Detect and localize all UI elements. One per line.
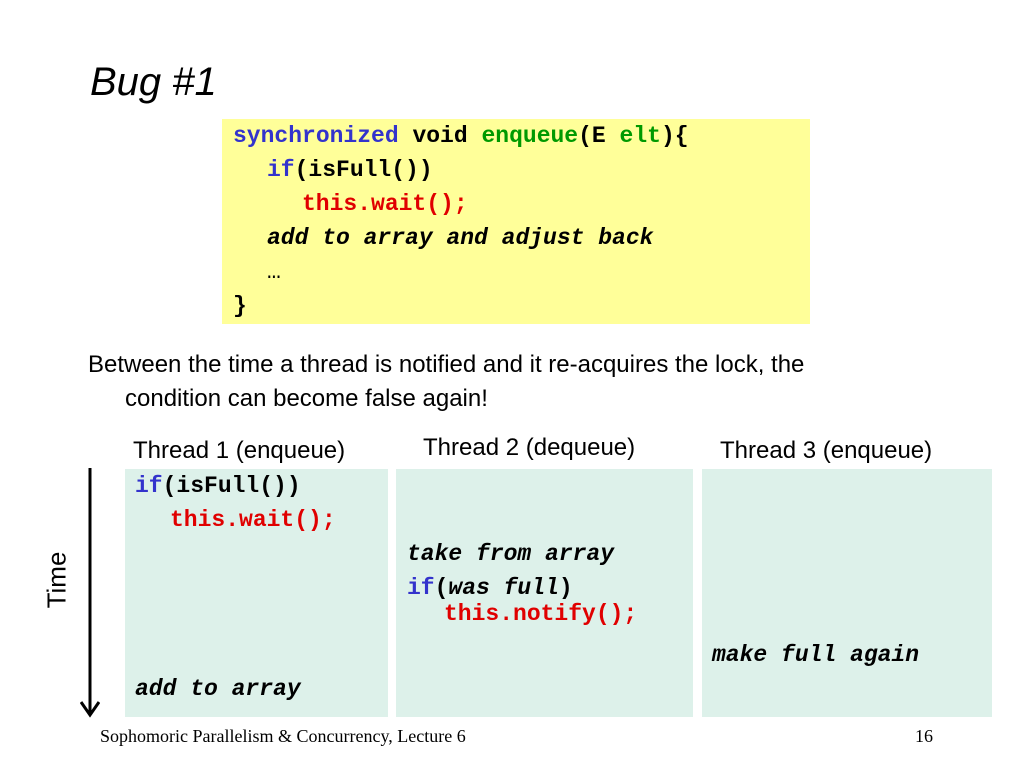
thread1-header: Thread 1 (enqueue)	[133, 437, 346, 464]
code-keyword-void: void	[412, 123, 468, 149]
code-param-name: elt	[619, 123, 661, 149]
code-param-type: E	[591, 123, 606, 149]
code-line-add: add to array and adjust back	[267, 225, 654, 251]
thread2-line-take: take from array	[407, 541, 615, 567]
page-number: 16	[915, 726, 933, 746]
thread2-column: take from array if(was full) this.notify…	[396, 469, 693, 717]
thread2-open-paren: (	[434, 575, 449, 601]
code-line-signature: synchronized void enqueue(E elt){	[233, 119, 689, 153]
explanation-paragraph: Between the time a thread is notified an…	[88, 348, 988, 416]
thread3-line-make: make full again	[712, 642, 920, 668]
code-if-condition: (isFull())	[294, 157, 433, 183]
slide-title: Bug #1	[90, 60, 217, 104]
code-close-brace: ){	[660, 123, 689, 149]
code-line-wait: this.wait();	[302, 191, 468, 217]
thread2-keyword-if: if	[407, 575, 435, 601]
thread1-if-condition: (isFull())	[162, 473, 301, 499]
thread2-header: Thread 2 (dequeue)	[423, 434, 636, 461]
thread3-column: make full again	[702, 469, 992, 717]
thread2-close-paren: )	[558, 575, 573, 601]
code-open-paren: (	[578, 123, 592, 149]
explanation-line-2: condition can become false again!	[125, 385, 488, 412]
thread1-line-wait: this.wait();	[170, 507, 336, 533]
time-arrow	[80, 468, 100, 718]
thread1-line-add: add to array	[135, 676, 301, 702]
code-block: synchronized void enqueue(E elt){ if(isF…	[222, 119, 810, 324]
thread1-keyword-if: if	[135, 473, 163, 499]
footer-course-title: Sophomoric Parallelism & Concurrency, Le…	[100, 726, 466, 746]
code-line-close: }	[233, 293, 247, 319]
explanation-line-1: Between the time a thread is notified an…	[88, 351, 805, 378]
code-line-if: if(isFull())	[267, 153, 433, 187]
code-keyword-synchronized: synchronized	[233, 123, 399, 149]
code-method-name: enqueue	[481, 123, 579, 149]
code-keyword-if: if	[267, 157, 295, 183]
thread3-header: Thread 3 (enqueue)	[720, 437, 933, 464]
thread2-if-condition: was full	[448, 575, 559, 601]
thread2-line-notify: this.notify();	[444, 601, 638, 627]
time-label: Time	[41, 551, 72, 609]
thread1-column: if(isFull()) this.wait(); add to array	[125, 469, 388, 717]
code-line-ellipsis: …	[267, 259, 281, 285]
thread1-line-if: if(isFull())	[135, 469, 301, 503]
thread2-line-if: if(was full)	[407, 571, 573, 605]
